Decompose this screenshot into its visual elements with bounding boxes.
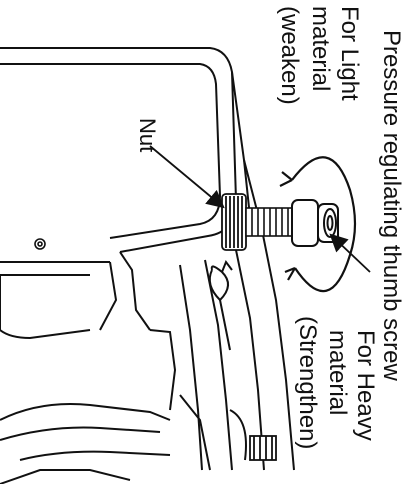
thumb-screw-label: Pressure regulating thumb screw <box>378 30 405 381</box>
nut-part <box>221 193 247 251</box>
nut-leader-line <box>149 145 225 209</box>
light-material-line3: (weaken) <box>276 6 303 105</box>
presser-foot <box>0 394 247 485</box>
heavy-material-line3: (Strengthen) <box>294 316 321 449</box>
lower-frame <box>0 249 265 471</box>
heavy-material-line2: material <box>324 330 351 415</box>
light-material-line2: material <box>307 6 334 91</box>
nut-label: Nut <box>135 118 160 152</box>
thumb-screw-head <box>291 199 339 247</box>
thumb-screw-leader-line <box>329 233 371 273</box>
thumb-screw-shaft <box>245 207 293 237</box>
light-material-line1: For Light <box>336 6 363 101</box>
bottom-screw <box>249 435 277 461</box>
heavy-material-line1: For Heavy <box>352 330 379 441</box>
machine-body <box>0 47 238 276</box>
tension-spring <box>208 259 233 351</box>
screw-hole <box>34 238 46 250</box>
rotation-arrow <box>279 156 357 293</box>
